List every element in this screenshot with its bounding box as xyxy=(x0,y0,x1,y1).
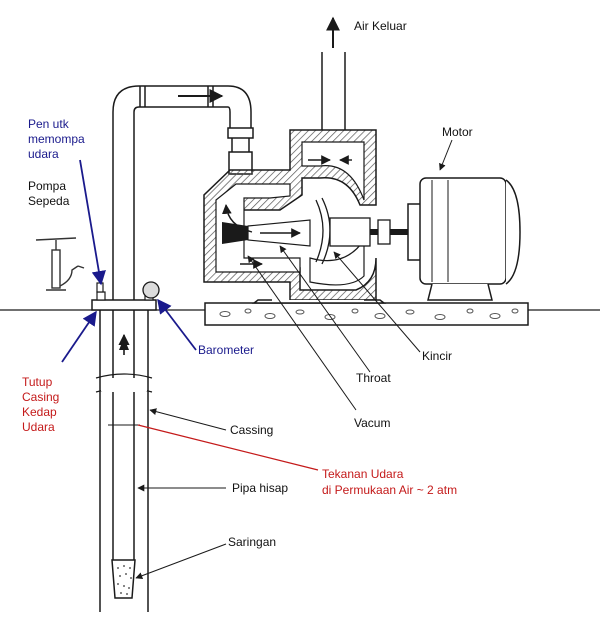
label-pipa-hisap: Pipa hisap xyxy=(232,481,288,495)
leader-lines xyxy=(135,139,453,580)
label-tutup-line3: Kedap xyxy=(22,405,57,419)
blue-leader-arrows xyxy=(61,159,197,363)
label-saringan: Saringan xyxy=(228,535,276,549)
label-pompa-line1: Pompa xyxy=(28,179,66,193)
label-air-keluar: Air Keluar xyxy=(354,19,407,33)
label-pen-line2: memompa xyxy=(28,132,85,146)
pump-feet xyxy=(251,299,387,304)
label-tekanan-line2: di Permukaan Air ~ 2 atm xyxy=(322,483,457,497)
label-pen-line1: Pen utk xyxy=(28,117,70,131)
label-pen-line3: udara xyxy=(28,147,59,161)
label-motor: Motor xyxy=(442,125,473,139)
barometer-gauge xyxy=(142,281,160,299)
label-throat: Throat xyxy=(356,371,391,385)
discharge-loop-pipe xyxy=(112,85,254,175)
label-tutup-line2: Casing xyxy=(22,390,59,404)
label-tekanan-line1: Tekanan Udara xyxy=(322,467,404,481)
label-kincir: Kincir xyxy=(422,349,452,363)
outlet-pipe xyxy=(321,52,346,130)
label-pompa-line2: Sepeda xyxy=(28,194,70,208)
casing-break xyxy=(101,379,147,391)
suction-pipe xyxy=(108,112,140,560)
internal-flow-arrows xyxy=(221,155,352,269)
air-valve-pen xyxy=(96,282,104,293)
motor xyxy=(407,177,521,301)
label-cassing: Cassing xyxy=(230,423,273,437)
label-vacum: Vacum xyxy=(354,416,390,430)
strainer xyxy=(111,559,136,599)
concrete-base xyxy=(204,302,529,326)
bicycle-pump-icon xyxy=(35,237,85,291)
pressure-leader-line xyxy=(137,424,319,471)
label-tutup-line1: Tutup xyxy=(22,375,53,389)
impeller xyxy=(315,197,410,265)
label-tutup-line4: Udara xyxy=(22,420,55,434)
label-barometer: Barometer xyxy=(198,343,254,357)
